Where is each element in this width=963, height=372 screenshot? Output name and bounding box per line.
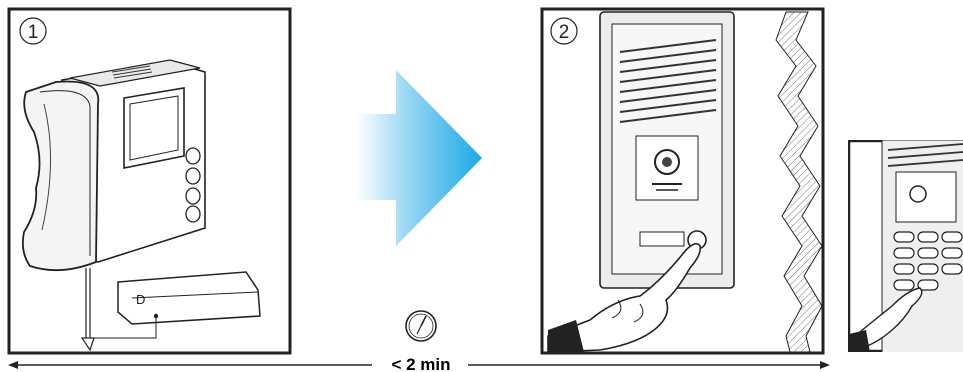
step-2-number: 2	[559, 22, 570, 43]
step-1-panel: 1	[9, 9, 290, 353]
step-transition-arrow	[356, 70, 482, 246]
clock-icon	[406, 311, 436, 341]
keypad-panel-preview	[849, 140, 963, 360]
svg-text:D: D	[136, 292, 145, 307]
door-panel-illustration	[600, 12, 734, 288]
duration-label: < 2 min	[391, 355, 450, 372]
step-2-panel: 2	[542, 9, 823, 353]
step-1-number: 1	[28, 22, 39, 43]
